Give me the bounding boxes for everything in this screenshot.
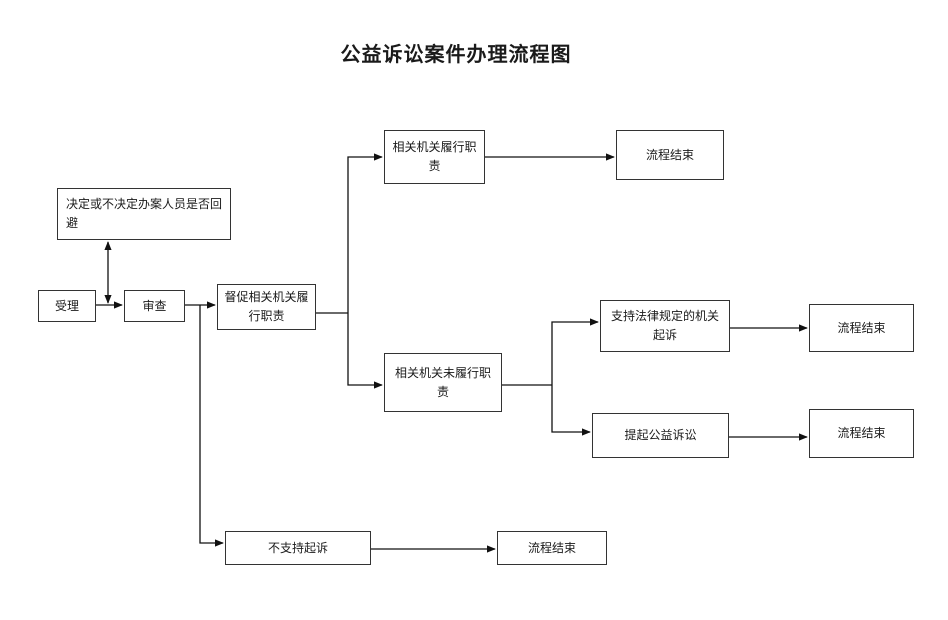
- edge-branch-performed: [347, 153, 383, 313]
- node-end-support: 流程结束: [809, 304, 914, 352]
- diagram-title: 公益诉讼案件办理流程图: [340, 42, 572, 66]
- node-end-suit: 流程结束: [809, 409, 914, 458]
- node-file-suit: 提起公益诉讼: [592, 413, 729, 458]
- node-accept: 受理: [38, 290, 96, 322]
- edge-branch-filesuit: [551, 385, 591, 436]
- node-end-no-support: 流程结束: [497, 531, 607, 565]
- node-not-performed: 相关机关未履行职责: [384, 353, 502, 412]
- node-performed: 相关机关履行职责: [384, 130, 485, 184]
- node-recusal: 决定或不决定办案人员是否回避: [57, 188, 231, 240]
- node-support: 支持法律规定的机关起诉: [600, 300, 730, 352]
- node-end-performed: 流程结束: [616, 130, 724, 180]
- edge-branch-support: [551, 318, 599, 385]
- node-no-support: 不支持起诉: [225, 531, 371, 565]
- node-urge: 督促相关机关履行职责: [217, 284, 316, 330]
- edge-review-nosupport: [199, 305, 224, 547]
- edge-branch-notperformed: [347, 313, 383, 389]
- node-review: 审查: [124, 290, 185, 322]
